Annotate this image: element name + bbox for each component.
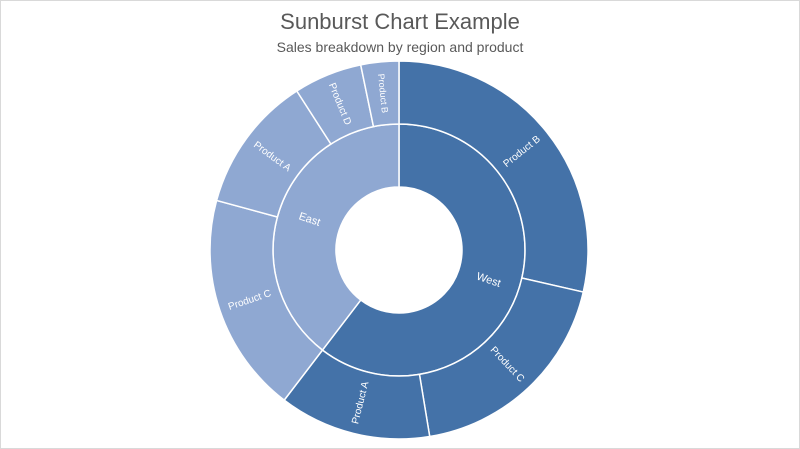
chart-subtitle: Sales breakdown by region and product <box>276 39 524 55</box>
east-product-b-segment <box>359 60 400 128</box>
west-product-b-segment <box>398 60 589 293</box>
chart-title: Sunburst Chart Example <box>280 9 520 34</box>
east-product-b-label: Product B <box>376 73 390 113</box>
